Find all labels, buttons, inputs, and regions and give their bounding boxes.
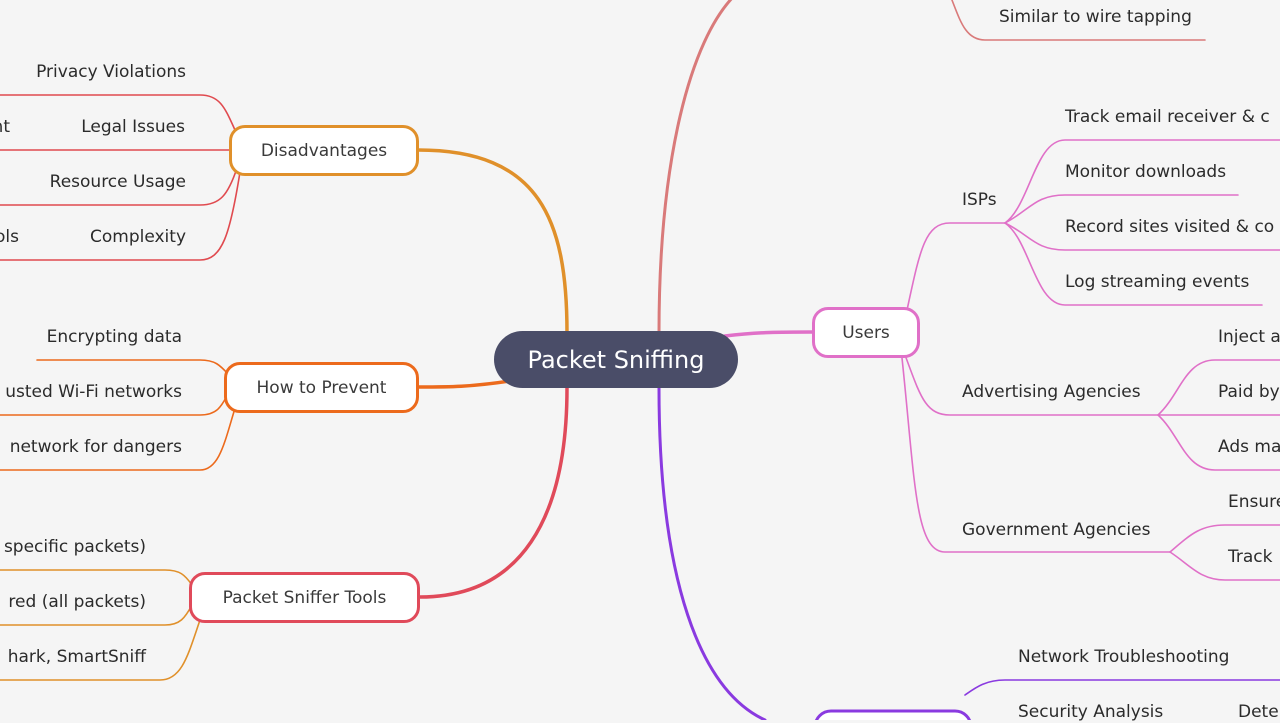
node-purposes-partial <box>814 709 972 720</box>
subnode-isps[interactable]: ISPs <box>962 190 997 210</box>
leaf-network-dangers[interactable]: network for dangers <box>9 437 182 457</box>
leaf-legal-issues[interactable]: Legal Issues <box>81 117 185 137</box>
node-disadvantages[interactable]: Disadvantages <box>229 125 419 176</box>
node-packet-sniffer-tools[interactable]: Packet Sniffer Tools <box>189 572 420 623</box>
connector-dis-privacy <box>0 94 236 131</box>
leaf-log-streaming[interactable]: Log streaming events <box>1065 272 1250 292</box>
connector-prev-danger <box>0 404 237 471</box>
leaf-resource-usage[interactable]: Resource Usage <box>49 172 186 192</box>
connector-users-ads <box>904 354 1159 416</box>
leaf-trusted-wifi[interactable]: usted Wi-Fi networks <box>5 382 182 402</box>
connector-prev-encrypt <box>36 359 230 376</box>
connector-root-top <box>657 0 733 335</box>
node-how-to-prevent[interactable]: How to Prevent <box>224 362 419 413</box>
leaf-ads-ma[interactable]: Ads ma <box>1218 437 1280 457</box>
leaf-detection-partial[interactable]: Dete <box>1238 702 1279 722</box>
connector-isps-sites <box>1004 222 1280 251</box>
leaf-network-troubleshooting[interactable]: Network Troubleshooting <box>1018 647 1230 667</box>
leaf-privacy-violations[interactable]: Privacy Violations <box>36 62 186 82</box>
leaf-security-analysis[interactable]: Security Analysis <box>1018 702 1164 722</box>
leaf-cut-off-2[interactable]: ols <box>0 227 19 247</box>
connector-tools-names <box>0 619 201 681</box>
leaf-tool-names[interactable]: hark, SmartSniff <box>7 647 146 667</box>
leaf-wire-tapping[interactable]: Similar to wire tapping <box>999 7 1192 27</box>
connector-ads-inject <box>1157 359 1280 416</box>
connector-purposes-troubleshooting <box>964 679 1280 696</box>
leaf-ensure[interactable]: Ensure <box>1228 492 1280 512</box>
connector-users-isps <box>906 222 1006 311</box>
connector-users-gov <box>901 357 1171 553</box>
connector-gov-track <box>1169 551 1280 581</box>
leaf-all-packets[interactable]: red (all packets) <box>8 592 146 612</box>
leaf-track[interactable]: Track <box>1228 547 1273 567</box>
leaf-paid-by[interactable]: Paid by <box>1218 382 1280 402</box>
connector-isps-streaming <box>1004 222 1263 306</box>
central-topic[interactable]: Packet Sniffing <box>494 331 738 388</box>
leaf-monitor-downloads[interactable]: Monitor downloads <box>1065 162 1227 182</box>
leaf-record-sites[interactable]: Record sites visited & co <box>1065 217 1275 237</box>
node-users[interactable]: Users <box>812 307 920 358</box>
connector-isps-email <box>1004 139 1280 224</box>
connector-root-disadvantages <box>416 148 569 335</box>
connector-root-users <box>723 330 815 338</box>
leaf-track-email[interactable]: Track email receiver & c <box>1065 107 1270 127</box>
connector-dis-complexity <box>0 171 241 261</box>
connector-top-wiretap <box>951 0 1206 41</box>
connector-tools-specific <box>0 569 193 586</box>
leaf-inject[interactable]: Inject a <box>1218 327 1280 347</box>
leaf-cut-off-1[interactable]: nt <box>0 117 10 137</box>
leaf-complexity[interactable]: Complexity <box>89 227 186 247</box>
subnode-advertising-agencies[interactable]: Advertising Agencies <box>962 382 1141 402</box>
connector-dis-resource <box>0 167 238 206</box>
connector-isps-downloads <box>1004 194 1239 224</box>
connector-root-prevent <box>417 379 512 389</box>
leaf-encrypting-data[interactable]: Encrypting data <box>46 327 182 347</box>
connector-gov-ensure <box>1169 524 1280 553</box>
connector-ads-ads <box>1157 414 1280 471</box>
connector-root-tools <box>418 386 569 599</box>
subnode-government-agencies[interactable]: Government Agencies <box>962 520 1151 540</box>
leaf-specific-packets[interactable]: specific packets) <box>3 537 146 557</box>
connector-root-purposes <box>657 386 767 720</box>
